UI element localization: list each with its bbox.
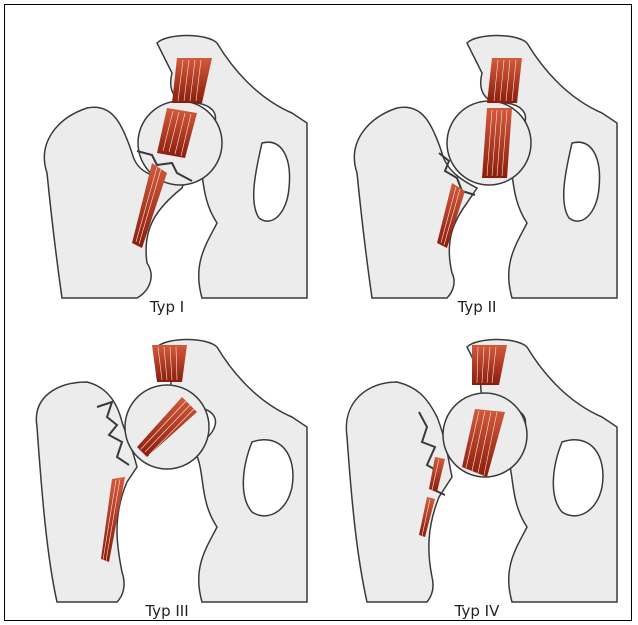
hip-diagram-typ-2 xyxy=(327,13,627,318)
panel-typ-1: Typ I xyxy=(17,13,317,318)
obturator-foramen xyxy=(243,440,293,516)
obturator-foramen xyxy=(553,440,603,516)
vessel-upper xyxy=(487,58,522,103)
vessel-head xyxy=(482,108,512,178)
hip-diagram-typ-1 xyxy=(17,13,317,318)
hip-diagram-typ-3 xyxy=(17,317,317,622)
caption-typ-4: Typ IV xyxy=(327,602,627,620)
vessel-upper xyxy=(152,345,187,382)
figure-frame: Typ I Typ II xyxy=(4,4,632,621)
caption-typ-3: Typ III xyxy=(17,602,317,620)
caption-typ-1: Typ I xyxy=(17,298,317,316)
panel-typ-2: Typ II xyxy=(327,13,627,318)
hip-diagram-typ-4 xyxy=(327,317,627,622)
panel-typ-4: Typ IV xyxy=(327,317,627,622)
panel-typ-3: Typ III xyxy=(17,317,317,622)
caption-typ-2: Typ II xyxy=(327,298,627,316)
